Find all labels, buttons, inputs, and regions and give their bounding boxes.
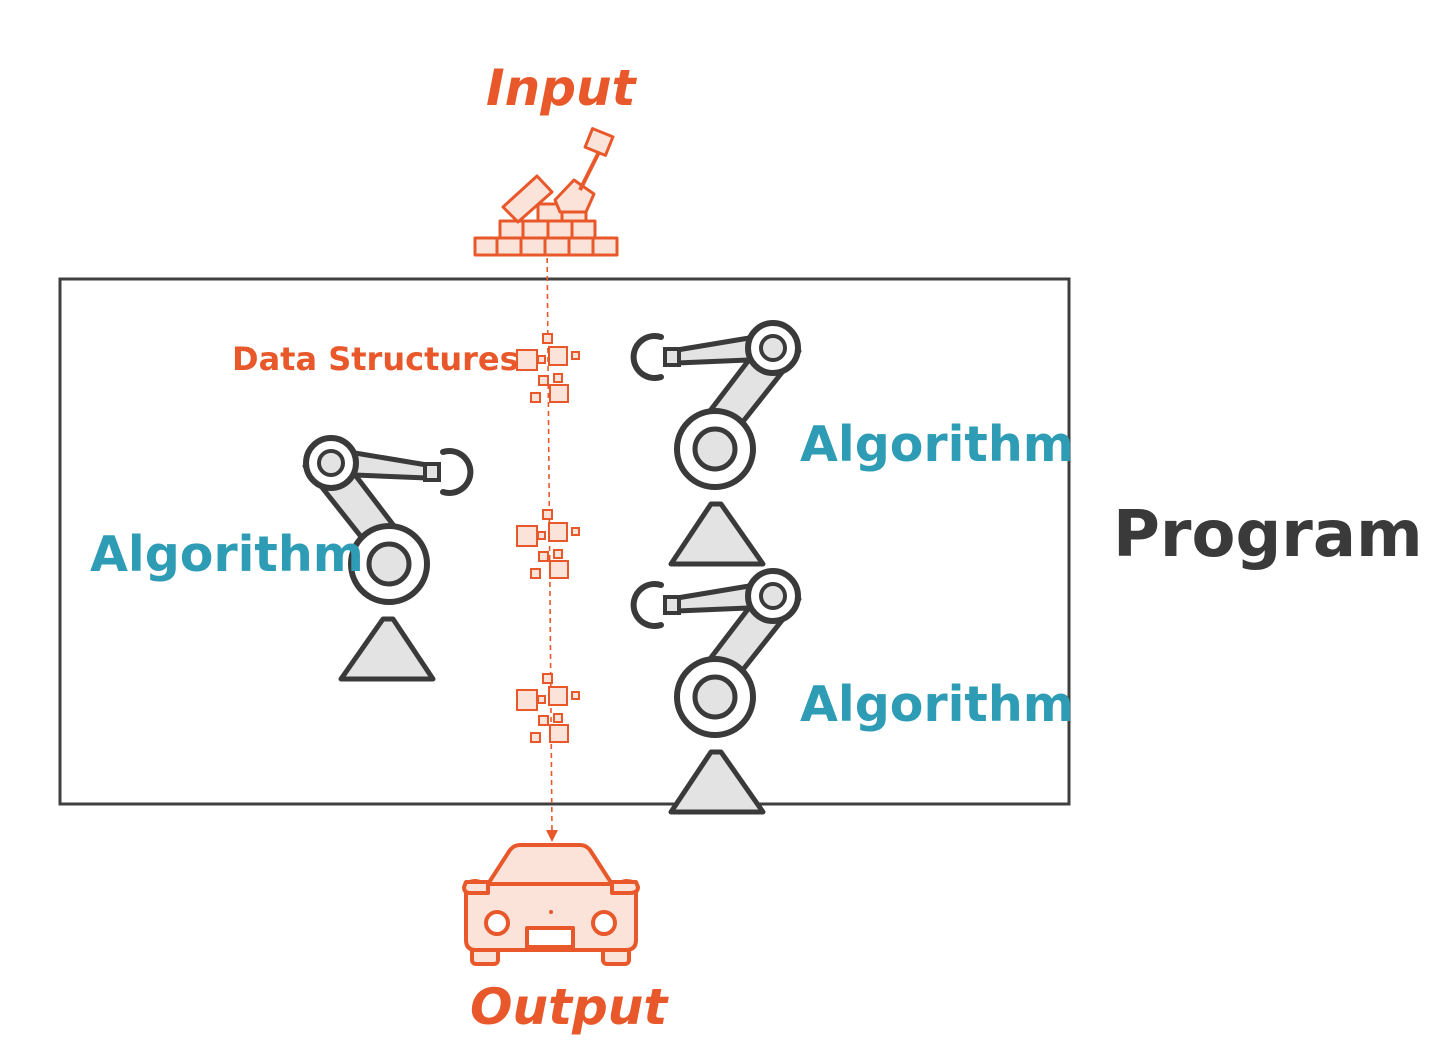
algorithm-label-bottom-right: Algorithm <box>800 676 1074 733</box>
data-blocks-icon <box>516 509 580 579</box>
algorithm-label-top-right: Algorithm <box>800 416 1074 473</box>
program-box <box>58 277 1071 806</box>
output-label: Output <box>470 978 668 1036</box>
data-blocks-icon <box>516 673 580 743</box>
flow-arrowhead <box>546 830 558 842</box>
robot-arm-icon <box>634 323 799 564</box>
input-label: Input <box>486 59 636 117</box>
bricks-and-trowel-icon <box>473 127 619 257</box>
car-icon <box>462 843 640 966</box>
data-structures-label: Data Structures <box>232 340 519 378</box>
robot-arm-icon <box>634 571 799 812</box>
program-label: Program <box>1113 498 1423 572</box>
algorithm-label-left: Algorithm <box>90 526 364 583</box>
